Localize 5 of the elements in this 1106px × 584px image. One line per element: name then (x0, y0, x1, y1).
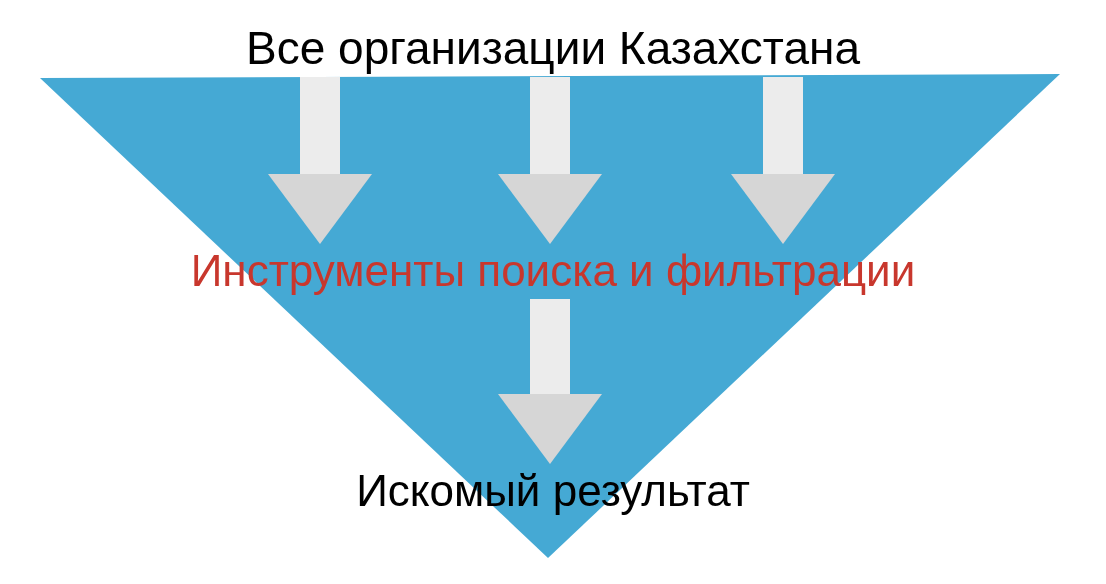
block-arrow (498, 299, 602, 464)
block-arrow (498, 77, 602, 244)
block-arrow (731, 77, 835, 244)
block-arrow (268, 77, 372, 244)
funnel-stage-text: Все организации Казахстана (246, 22, 860, 75)
